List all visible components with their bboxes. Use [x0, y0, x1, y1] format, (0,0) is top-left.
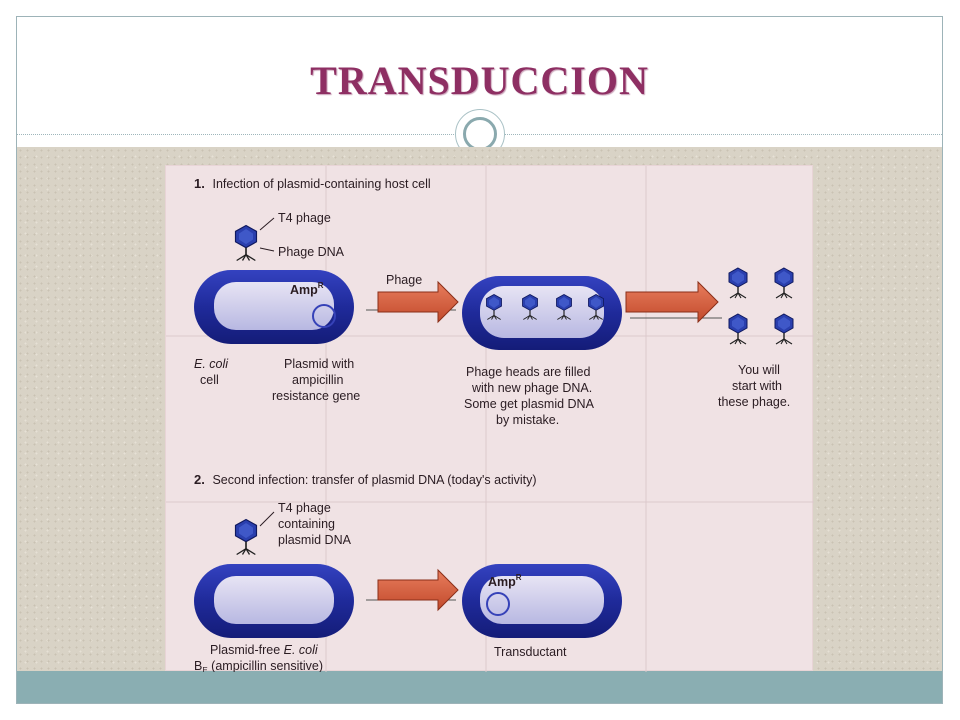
transduction-figure: 1. Infection of plasmid-containing host … [165, 165, 814, 672]
heads-label-4: by mistake. [496, 413, 559, 427]
heads-label-3: Some get plasmid DNA [464, 397, 595, 411]
slide-title: TRANSDUCCION [310, 58, 649, 103]
plasmid-label-2: ampicillin [292, 373, 343, 387]
released-phage-icon [774, 313, 794, 345]
t4-phage-icon [234, 224, 258, 262]
ecoli-cell: AmpR [194, 270, 354, 344]
start-label-2: start with [732, 379, 782, 393]
transductant-label: Transductant [494, 645, 567, 659]
plasmid-free-label: Plasmid-free E. coli [210, 643, 319, 657]
infected-cell [462, 276, 622, 350]
step1-heading: 1. Infection of plasmid-containing host … [194, 176, 431, 191]
title-area: TRANSDUCCION [17, 17, 942, 159]
amp-r-label: AmpR [290, 281, 324, 297]
t4-plasmid-label-3: plasmid DNA [278, 533, 352, 547]
plasmid-free-cell [194, 564, 354, 638]
transductant-cell: AmpR [462, 564, 622, 638]
phage-dna-label: Phage DNA [278, 245, 345, 259]
arrow-right-icon [625, 280, 719, 324]
t4-phage-label: T4 phage [278, 211, 331, 225]
plasmid-icon [312, 304, 336, 328]
t4-plasmid-label-1: T4 phage [278, 501, 331, 515]
start-label-1: You will [738, 363, 780, 377]
ecoli-label-2: cell [200, 373, 219, 387]
plasmid-label-3: resistance gene [272, 389, 360, 403]
released-phage-icon [728, 267, 748, 299]
t4-phage-icon [234, 518, 258, 556]
heads-label-1: Phage heads are filled [466, 365, 590, 379]
plasmid-label-1: Plasmid with [284, 357, 354, 371]
footer-bar [17, 671, 942, 703]
start-label-3: these phage. [718, 395, 790, 409]
phage-arrow-label: Phage [386, 273, 422, 287]
ecoli-label-1: E. coli [194, 357, 229, 371]
arrow-right-icon [377, 568, 459, 612]
transductant-amp-label: AmpR [488, 573, 522, 589]
step2-heading: 2. Second infection: transfer of plasmid… [194, 472, 537, 487]
transduction-diagram: 1. Infection of plasmid-containing host … [166, 166, 814, 672]
arrow-right-icon [377, 280, 459, 324]
strain-label: BE (ampicillin sensitive) [194, 659, 323, 672]
t4-plasmid-label-2: containing [278, 517, 335, 531]
plasmid-icon [486, 592, 510, 616]
heads-label-2: with new phage DNA. [471, 381, 592, 395]
released-phage-icon [728, 313, 748, 345]
slide: TRANSDUCCION [16, 16, 943, 704]
released-phage-icon [774, 267, 794, 299]
